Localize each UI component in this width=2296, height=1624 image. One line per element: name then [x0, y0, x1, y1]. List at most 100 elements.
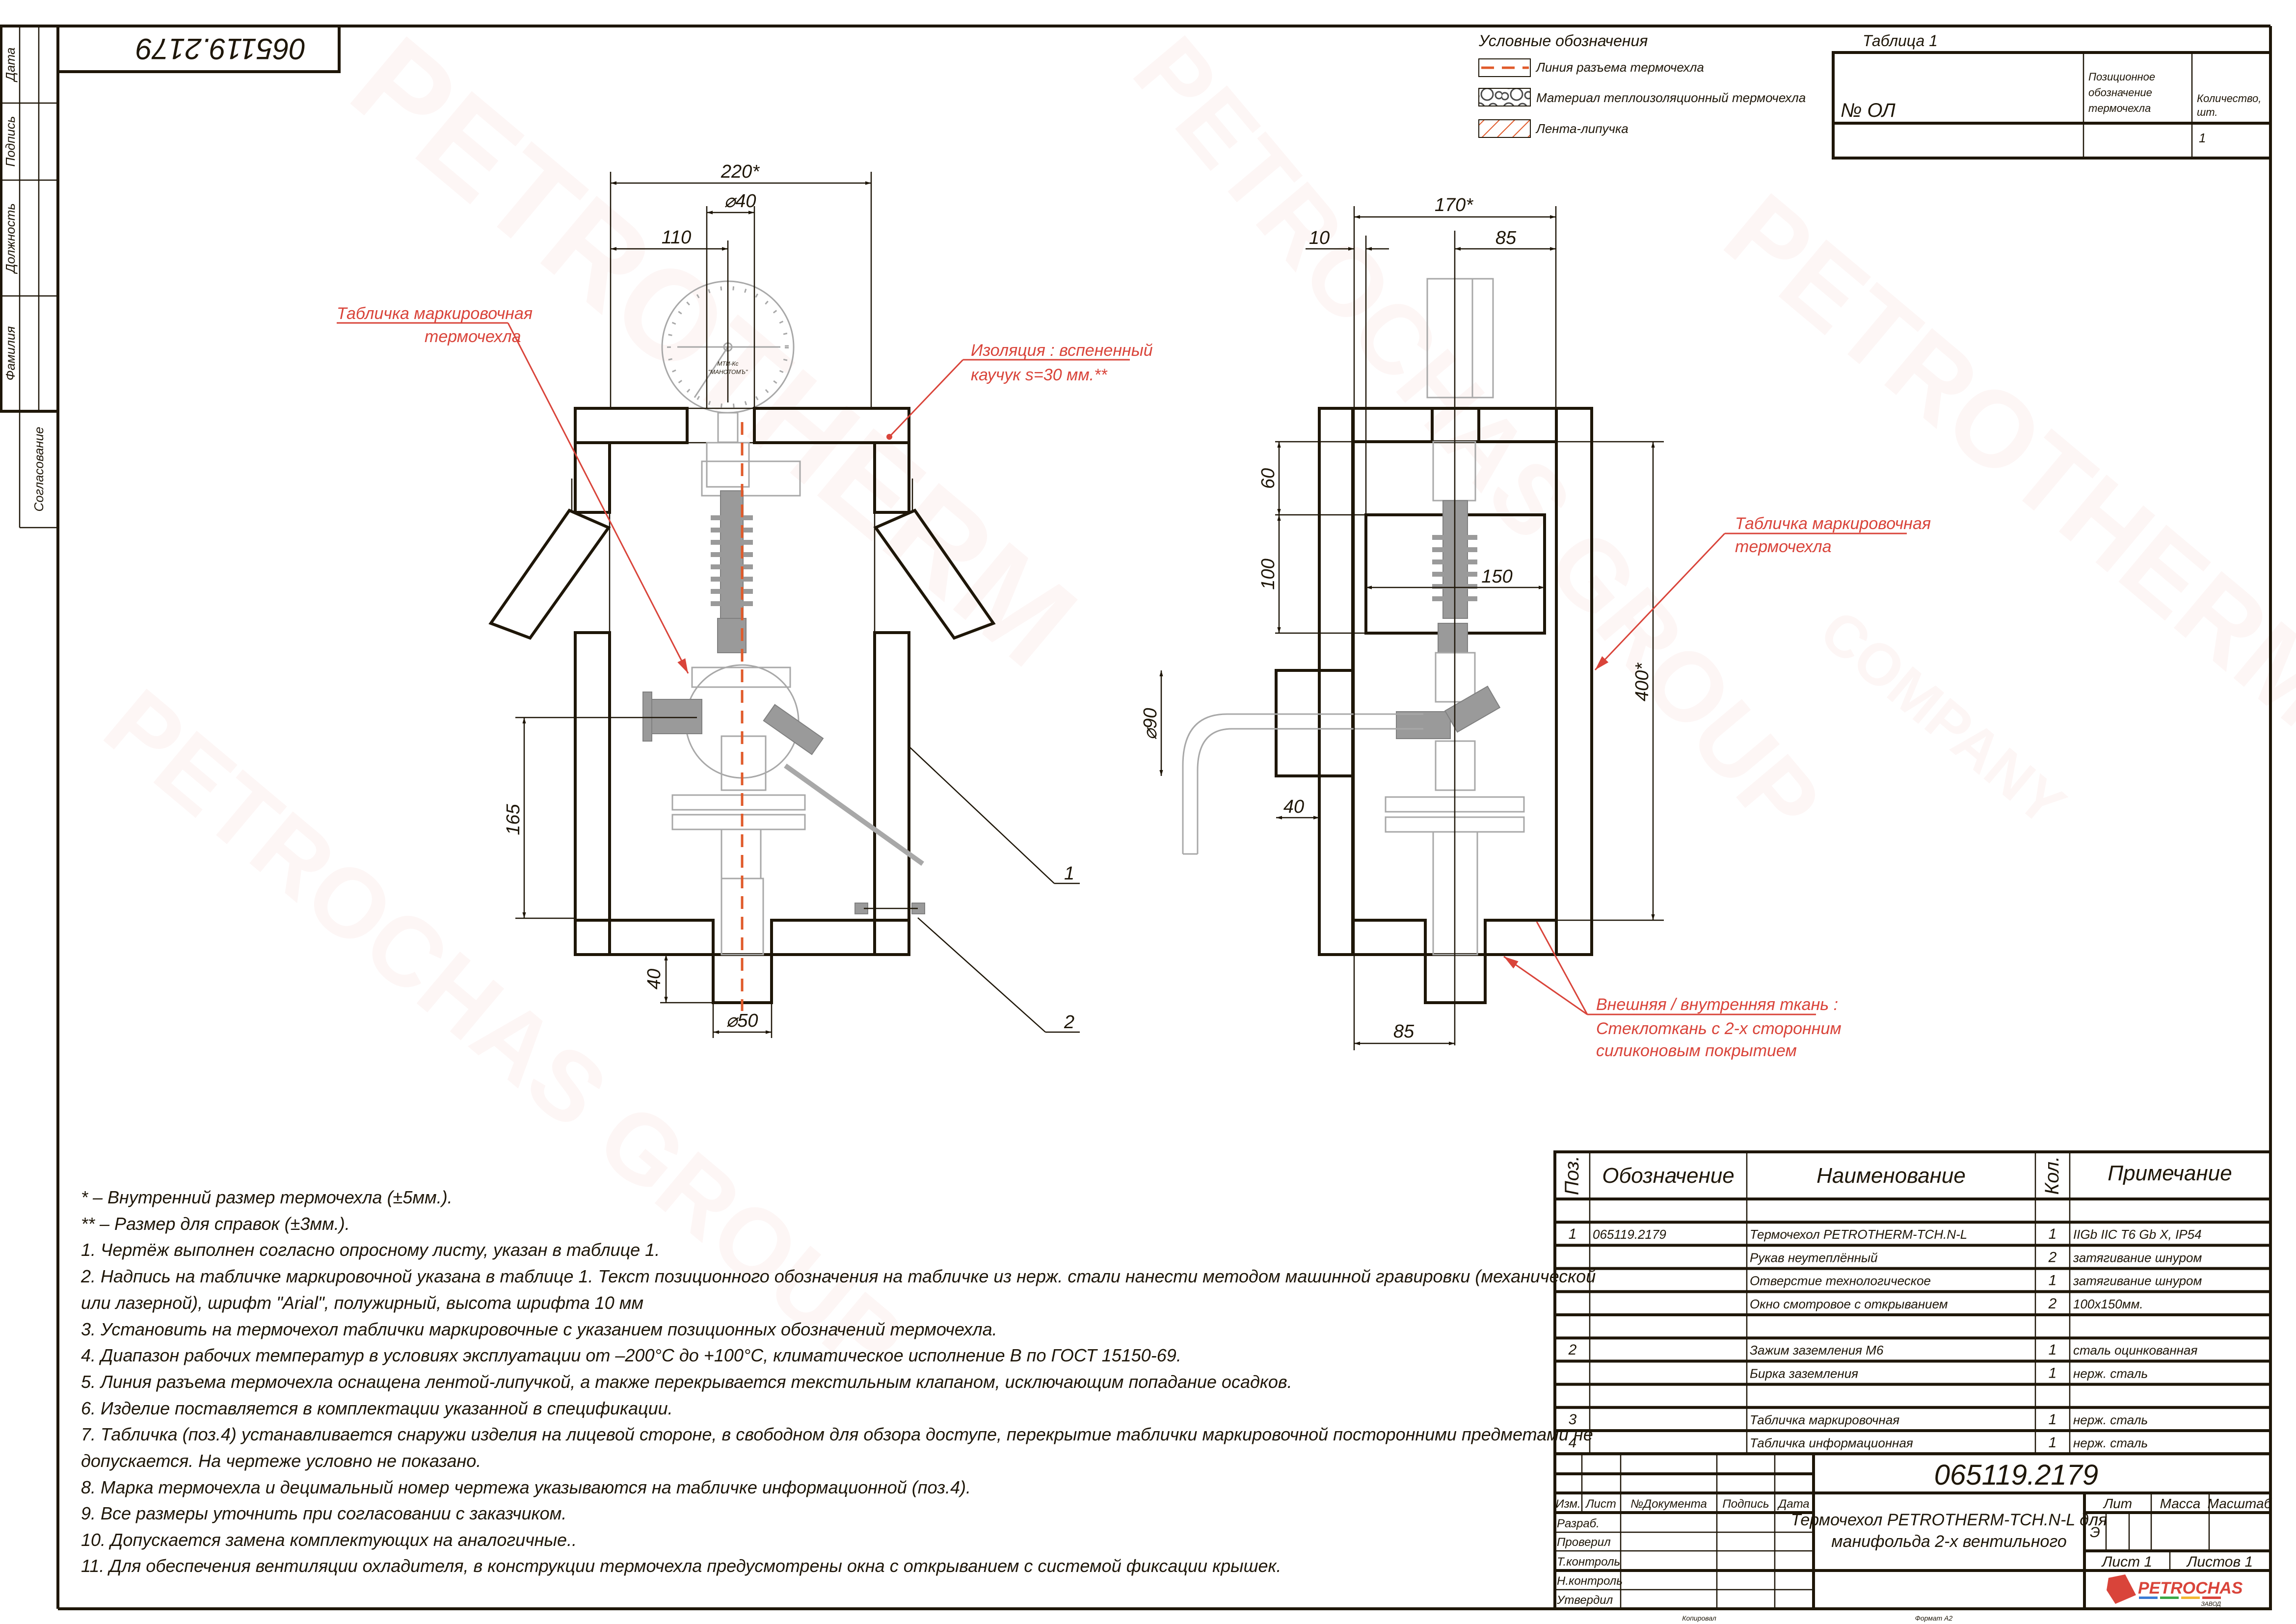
spec-cell: 2 [2048, 1296, 2057, 1312]
svg-text:1: 1 [1064, 863, 1074, 884]
note-line: 11. Для обеспечения вентиляции охладител… [81, 1556, 1281, 1576]
svg-text:Дата: Дата [1777, 1497, 1809, 1511]
spec-cell: Термочехол PETROTHERM-TCH.N-L [1750, 1227, 1967, 1242]
svg-text:термочехла: термочехла [1735, 537, 1832, 556]
approval-side-strip: Дата Подпись Должность Фамилия Согласова… [0, 25, 59, 529]
spec-header-pos: Поз. [1561, 1156, 1583, 1196]
note-line: 3. Установить на термочехол таблички мар… [81, 1319, 997, 1339]
strip-label-name: Фамилия [3, 326, 18, 381]
svg-text:⌀40: ⌀40 [724, 191, 756, 212]
svg-text:термочехла: термочехла [425, 327, 521, 346]
drawing-title: Термочехол PETROTHERM-TCH.N-L для [1791, 1511, 2108, 1529]
front-view-dimensions: 220* ⌀40 110 165 40 ⌀50 [503, 161, 872, 1038]
svg-text:COMPANY: COMPANY [1808, 597, 2077, 838]
spec-cell: 3 [1569, 1411, 1577, 1428]
svg-text:каучук s=30 мм.**: каучук s=30 мм.** [971, 366, 1108, 384]
svg-text:2: 2 [1064, 1012, 1074, 1033]
svg-text:обозначение: обозначение [2088, 86, 2152, 99]
fabric-label: Внешняя / внутренняя ткань : Стеклоткань… [1503, 921, 1842, 1060]
strip-label-signature: Подпись [3, 116, 18, 166]
svg-text:Табличка маркировочная: Табличка маркировочная [337, 304, 533, 323]
svg-text:ЗАВОД: ЗАВОД [2201, 1600, 2221, 1607]
note-line: 6. Изделие поставляется в комплектации у… [81, 1398, 673, 1418]
svg-text:⌀90: ⌀90 [1140, 708, 1161, 740]
spec-cell: 100x150мм. [2073, 1297, 2143, 1311]
note-line: 8. Марка термочехла и децимальный номер … [81, 1477, 971, 1497]
svg-text:100: 100 [1258, 559, 1279, 589]
svg-text:Проверил: Проверил [1557, 1536, 1611, 1549]
table-1-title: Таблица 1 [1863, 32, 1938, 50]
svg-text:Э: Э [2090, 1524, 2100, 1541]
svg-text:150: 150 [1481, 566, 1512, 587]
title-block-number: 065119.2179 [1934, 1459, 2098, 1491]
petrochas-logo: PETROCHAS ЗАВОД [2107, 1574, 2243, 1607]
svg-text:Позиционное: Позиционное [2088, 71, 2155, 83]
svg-text:термочехла: термочехла [2088, 102, 2151, 114]
logo-stripe [2160, 1597, 2179, 1599]
spec-cell: 2 [2048, 1249, 2057, 1265]
spec-cell: Окно смотровое с открыванием [1750, 1297, 1948, 1311]
svg-text:шт.: шт. [2197, 106, 2217, 118]
table-1-header-ol: № ОЛ [1841, 100, 1896, 121]
table-1: Таблица 1 № ОЛ Позиционное обозначение т… [1832, 32, 2272, 160]
spec-header-qty: Кол. [2041, 1156, 2063, 1195]
svg-text:Стеклоткань с 2-х сторонним: Стеклоткань с 2-х сторонним [1596, 1019, 1842, 1038]
svg-text:Подпись: Подпись [1722, 1497, 1769, 1511]
sheet-number: Лист 1 [2101, 1554, 2152, 1570]
legend-label-velcro: Лента-липучка [1535, 121, 1629, 136]
svg-text:Внешняя / внутренняя ткань :: Внешняя / внутренняя ткань : [1596, 995, 1838, 1014]
svg-text:220*: 220* [721, 161, 760, 182]
legend-title: Условные обозначения [1478, 32, 1648, 50]
spec-cell: 1 [2049, 1435, 2057, 1451]
spec-cell: сталь оцинкованная [2073, 1343, 2197, 1358]
spec-header-name: Наименование [1816, 1164, 1966, 1188]
svg-text:силиконовым покрытием: силиконовым покрытием [1596, 1041, 1797, 1060]
insulation-label: Изоляция : вспененный каучук s=30 мм.** [886, 341, 1153, 440]
strip-label-approval: Согласование [31, 426, 46, 511]
note-line: допускается. На чертеже условно не показ… [81, 1451, 481, 1471]
svg-text:№Документа: №Документа [1630, 1497, 1707, 1511]
svg-text:Масса: Масса [2160, 1496, 2201, 1511]
svg-text:Утвердил: Утвердил [1556, 1594, 1613, 1607]
spec-cell: нерж. сталь [2073, 1436, 2148, 1450]
spec-cell: 1 [2049, 1226, 2057, 1242]
spec-cell: нерж. сталь [2073, 1412, 2148, 1427]
svg-text:10: 10 [1309, 228, 1330, 248]
spec-cell: 065119.2179 [1593, 1227, 1666, 1242]
right-window-flap [873, 508, 996, 640]
note-line: 4. Диапазон рабочих температур в условия… [81, 1345, 1181, 1365]
svg-text:170*: 170* [1435, 195, 1473, 215]
spec-cell: Табличка информационная [1750, 1436, 1913, 1450]
title-block: 065119.2179 Изм. Лист №Документа Подпись… [1553, 1452, 2272, 1622]
note-line: 10. Допускается замена комплектующих на … [81, 1530, 577, 1550]
spec-cell: 1 [2049, 1342, 2057, 1358]
legend-label-split-line: Линия разъема термочехла [1535, 60, 1704, 75]
note-line: * – Внутренний размер термочехла (±5мм.)… [81, 1187, 453, 1207]
note-line: 7. Табличка (поз.4) устанавливается снар… [81, 1424, 1593, 1444]
svg-text:110: 110 [662, 227, 692, 248]
svg-text:PETROCHAS: PETROCHAS [2138, 1579, 2243, 1597]
svg-text:40: 40 [644, 969, 665, 989]
spec-cell: 4 [1569, 1435, 1577, 1451]
specification-table: Поз. Обозначение Наименование Кол. Приме… [1553, 1150, 2272, 1456]
svg-text:Формат А2: Формат А2 [1915, 1614, 1953, 1622]
spec-row: 1 065119.2179 Термочехол PETROTHERM-TCH.N-… [1555, 1226, 2270, 1247]
note-line: ** – Размер для справок (±3мм.). [81, 1214, 350, 1234]
callout-2: 2 [917, 917, 1080, 1033]
spec-cell: затягивание шнуром [2073, 1250, 2202, 1265]
svg-text:Изоляция : вспененный: Изоляция : вспененный [971, 341, 1153, 360]
svg-text:85: 85 [1495, 228, 1517, 248]
spec-cell: затягивание шнуром [2073, 1274, 2202, 1288]
callout-1: 1 [908, 746, 1080, 884]
svg-text:Н.контроль: Н.контроль [1557, 1574, 1623, 1588]
spec-cell: Бирка заземления [1750, 1366, 1858, 1381]
spec-header-note: Примечание [2108, 1161, 2232, 1185]
legend-label-insulation: Материал теплоизоляционный термочехла [1536, 90, 1806, 105]
legend: Условные обозначения Линия разъема термо… [1478, 32, 1806, 138]
spec-cell: Отверстие технологическое [1750, 1274, 1931, 1288]
